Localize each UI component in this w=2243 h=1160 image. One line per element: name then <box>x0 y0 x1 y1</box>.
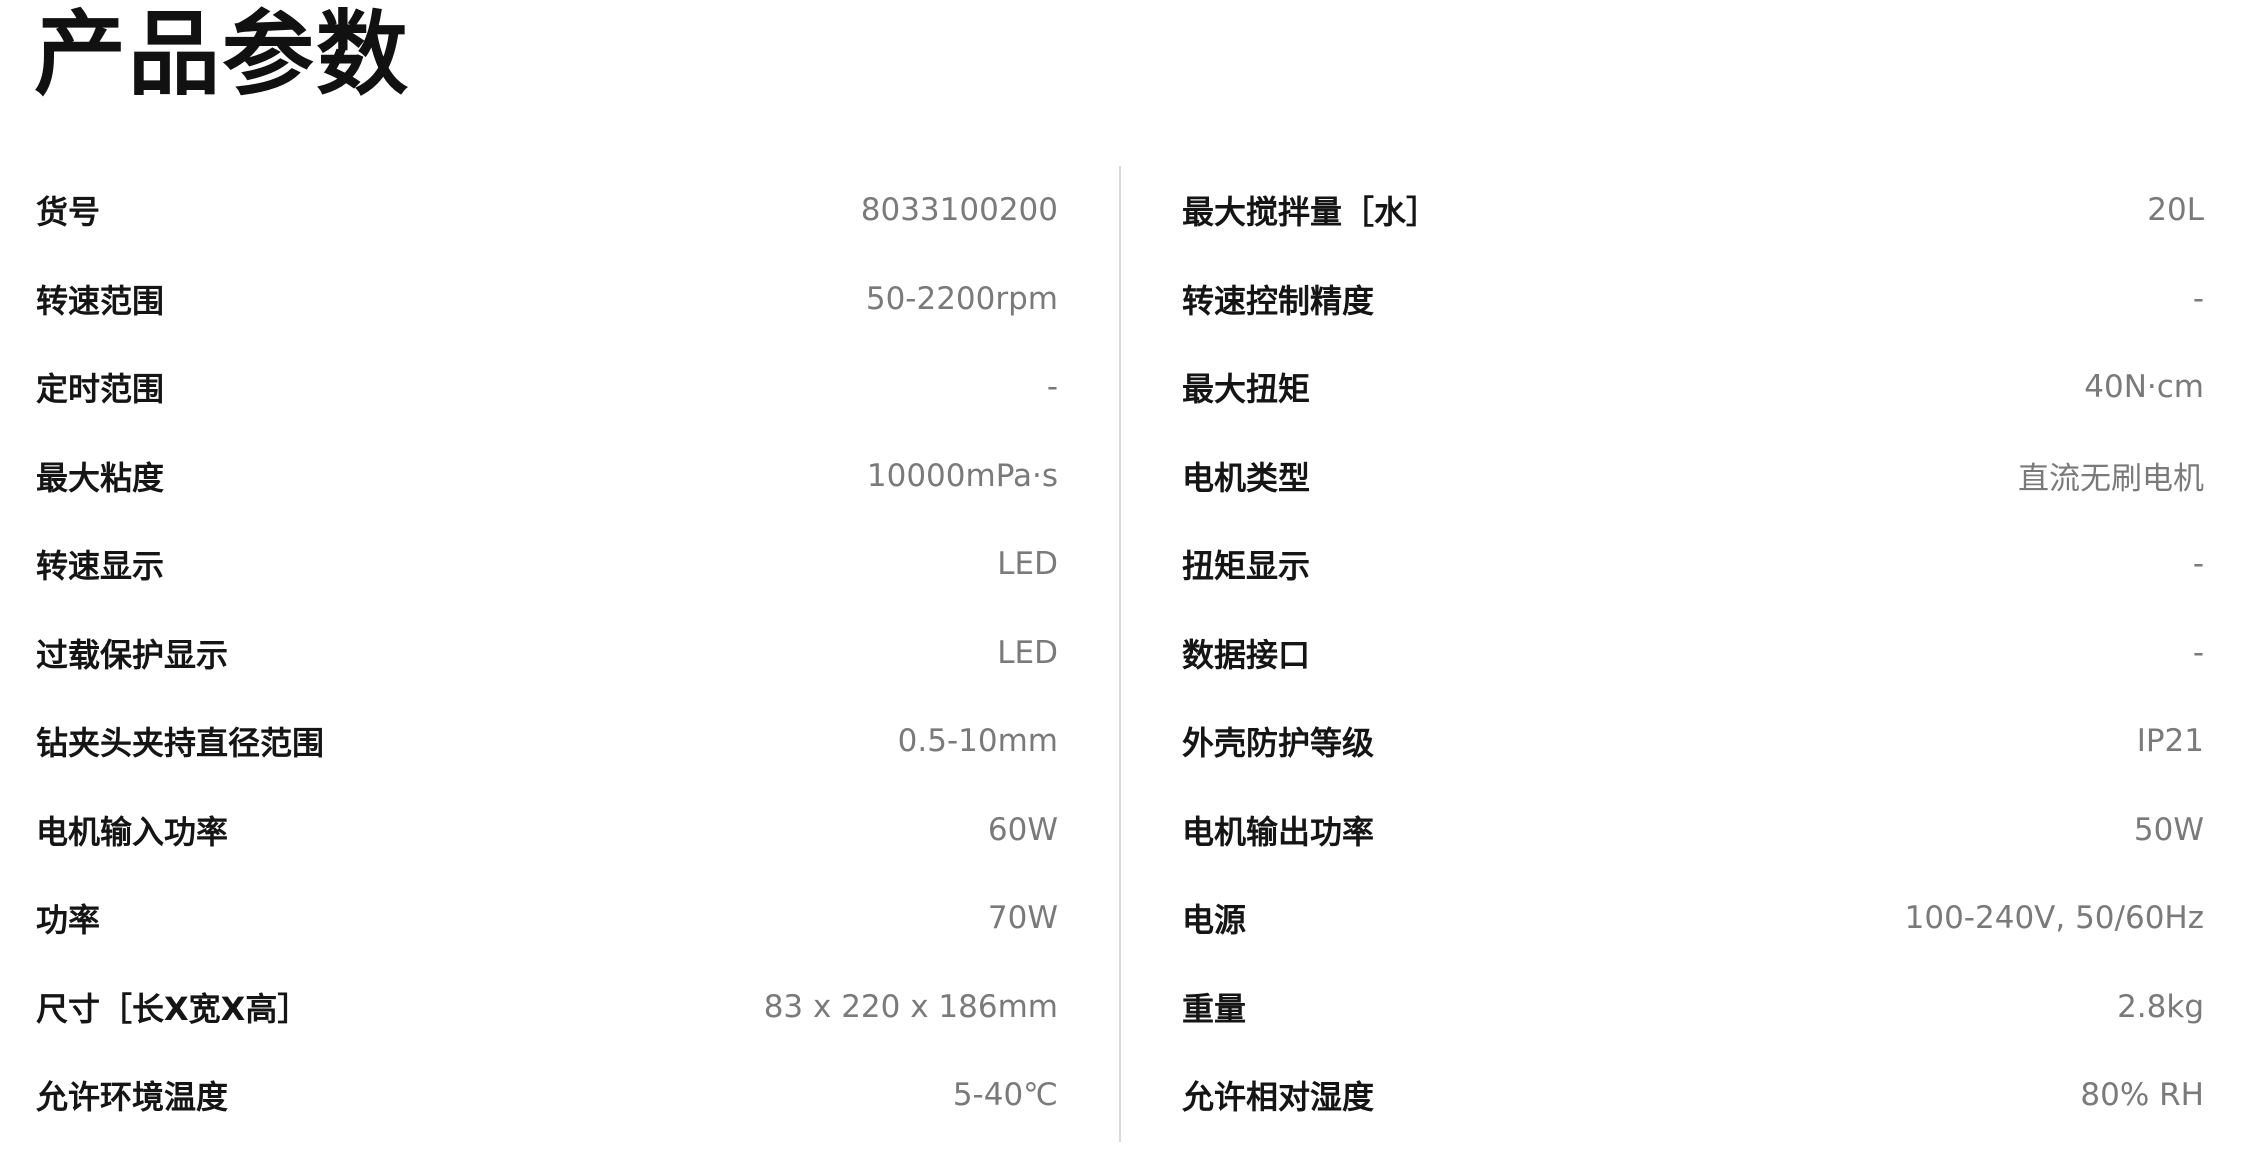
spec-row: 电源 100-240V, 50/60Hz <box>1182 874 2204 963</box>
spec-value: - <box>2192 546 2204 583</box>
spec-row: 扭矩显示 - <box>1182 520 2204 609</box>
spec-row: 最大扭矩 40N·cm <box>1182 343 2204 432</box>
spec-value: 83 x 220 x 186mm <box>763 988 1058 1025</box>
spec-value: 50-2200rpm <box>865 280 1058 317</box>
spec-label: 尺寸［长X宽X高］ <box>36 989 310 1028</box>
spec-value: LED <box>997 634 1058 671</box>
spec-label: 电机输入功率 <box>36 812 229 851</box>
spec-row: 最大粘度 10000mPa·s <box>36 432 1058 521</box>
spec-value: 80% RH <box>2080 1077 2204 1114</box>
spec-row: 允许相对湿度 80% RH <box>1182 1051 2204 1140</box>
spec-label: 钻夹头夹持直径范围 <box>36 724 325 763</box>
spec-label: 定时范围 <box>36 370 165 409</box>
spec-value: 40N·cm <box>2084 369 2204 406</box>
spec-row: 货号 8033100200 <box>36 166 1058 255</box>
spec-row: 转速控制精度 - <box>1182 255 2204 344</box>
spec-value: 60W <box>987 811 1058 848</box>
spec-column-right: 最大搅拌量［水］ 20L 转速控制精度 - 最大扭矩 40N·cm 电机类型 直流无刷电… <box>1182 166 2204 1140</box>
spec-label: 转速控制精度 <box>1182 281 1375 320</box>
spec-value: 10000mPa·s <box>866 457 1058 494</box>
spec-value: - <box>2192 280 2204 317</box>
page-title: 产品参数 <box>34 1 411 108</box>
spec-row: 钻夹头夹持直径范围 0.5-10mm <box>36 697 1058 786</box>
spec-label: 允许相对湿度 <box>1182 1078 1375 1117</box>
spec-label: 重量 <box>1182 989 1247 1028</box>
spec-label: 转速显示 <box>36 547 165 586</box>
spec-label: 电源 <box>1182 901 1247 940</box>
spec-label: 最大搅拌量［水］ <box>1182 193 1439 232</box>
spec-value: 2.8kg <box>2117 988 2204 1025</box>
spec-label: 功率 <box>36 901 101 940</box>
spec-value: LED <box>997 546 1058 583</box>
spec-label: 扭矩显示 <box>1182 547 1311 586</box>
spec-row: 重量 2.8kg <box>1182 963 2204 1052</box>
spec-value: 70W <box>987 900 1058 937</box>
spec-label: 外壳防护等级 <box>1182 724 1375 763</box>
spec-value: 50W <box>2133 811 2204 848</box>
spec-label: 转速范围 <box>36 281 165 320</box>
spec-row: 转速范围 50-2200rpm <box>36 255 1058 344</box>
spec-column-left: 货号 8033100200 转速范围 50-2200rpm 定时范围 - 最大粘度 10… <box>36 166 1058 1140</box>
spec-value: 0.5-10mm <box>897 723 1058 760</box>
spec-label: 最大粘度 <box>36 458 165 497</box>
spec-value: 8033100200 <box>860 192 1058 229</box>
spec-row: 最大搅拌量［水］ 20L <box>1182 166 2204 255</box>
spec-row: 过载保护显示 LED <box>36 609 1058 698</box>
spec-label: 电机输出功率 <box>1182 812 1375 851</box>
spec-label: 数据接口 <box>1182 635 1311 674</box>
spec-value: - <box>2192 634 2204 671</box>
spec-value: IP21 <box>2136 723 2204 760</box>
column-divider <box>1119 166 1121 1142</box>
spec-row: 外壳防护等级 IP21 <box>1182 697 2204 786</box>
spec-row: 数据接口 - <box>1182 609 2204 698</box>
spec-value: 100-240V, 50/60Hz <box>1904 900 2204 937</box>
spec-row: 功率 70W <box>36 874 1058 963</box>
spec-row: 尺寸［长X宽X高］ 83 x 220 x 186mm <box>36 963 1058 1052</box>
spec-row: 允许环境温度 5-40℃ <box>36 1051 1058 1140</box>
spec-label: 电机类型 <box>1182 458 1311 497</box>
spec-row: 定时范围 - <box>36 343 1058 432</box>
spec-label: 过载保护显示 <box>36 635 229 674</box>
spec-table: 货号 8033100200 转速范围 50-2200rpm 定时范围 - 最大粘度 10… <box>0 166 2243 1146</box>
spec-label: 最大扭矩 <box>1182 370 1311 409</box>
spec-row: 转速显示 LED <box>36 520 1058 609</box>
spec-value: 5-40℃ <box>952 1077 1058 1114</box>
spec-row: 电机类型 直流无刷电机 <box>1182 432 2204 521</box>
spec-value: 20L <box>2147 192 2204 229</box>
spec-label: 货号 <box>36 193 101 232</box>
spec-value: 直流无刷电机 <box>2018 461 2204 498</box>
spec-row: 电机输入功率 60W <box>36 786 1058 875</box>
spec-label: 允许环境温度 <box>36 1078 229 1117</box>
spec-row: 电机输出功率 50W <box>1182 786 2204 875</box>
spec-value: - <box>1046 369 1058 406</box>
